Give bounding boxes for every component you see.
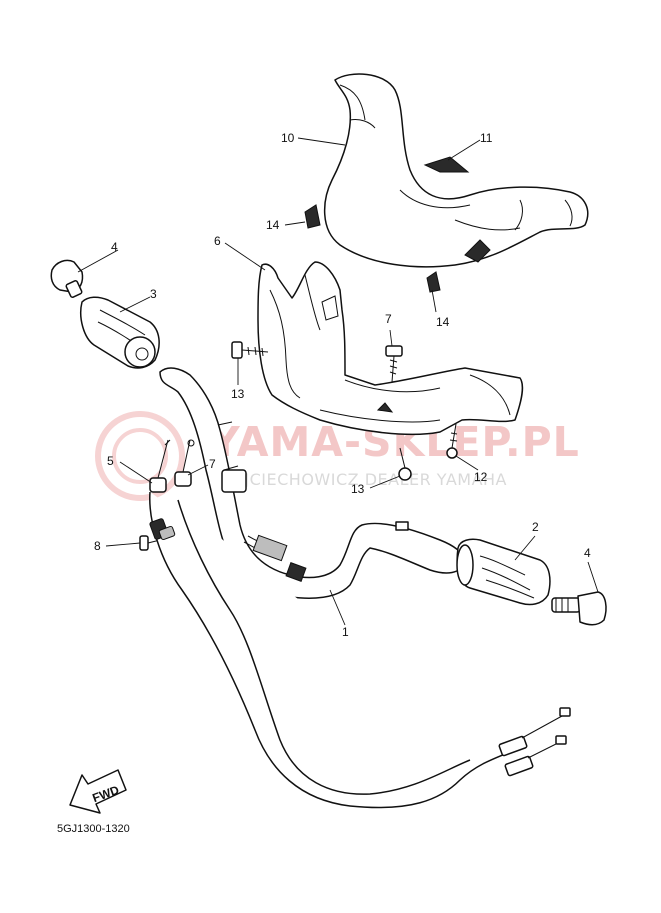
callout-4-left: 4 [111,240,118,254]
callout-2: 2 [532,520,539,534]
part-8-lower-cover [257,261,524,436]
part-2-right-grip [456,538,551,606]
part-12-bolt [446,423,458,459]
callout-14-lower: 14 [436,315,450,329]
diagram-code: 5GJ1300-1320 [57,823,130,835]
fwd-arrow-icon: FWD [69,769,127,814]
callout-11: 11 [480,131,493,145]
leader-lines [77,137,599,626]
callout-8: 6 [214,234,221,248]
throttle-cables [149,491,571,809]
part-13-screw-upper [231,341,269,359]
part-9-screw [385,345,403,383]
callout-5: 5 [107,454,114,468]
callout-3: 3 [150,287,157,301]
watermark-logo-icon [95,411,185,501]
part-5-cable-guide [149,439,171,493]
callout-4-right: 4 [584,546,591,560]
callout-9: 7 [385,312,392,326]
part-6-cable-guide [174,439,195,487]
watermark: YAMA-SKLEP.PL WOJCIECHOWICZ DEALER YAMAH… [95,411,579,501]
callout-12: 12 [474,470,488,484]
callout-13-upper: 13 [231,387,245,401]
part-4-bar-end-left [50,259,84,298]
callout-13-lower: 13 [351,482,365,496]
callout-14-upper: 14 [266,218,280,232]
callout-10: 10 [281,131,295,145]
callout-6: 7 [209,457,216,471]
callout-labels: 10 11 14 14 6 4 3 7 13 13 12 5 7 8 1 2 4 [94,131,591,639]
part-3-left-grip [80,296,160,369]
callout-1: 1 [342,625,349,639]
callout-7: 8 [94,539,101,553]
part-10-upper-cover [304,73,589,293]
part-4-bar-end-right [551,591,607,626]
part-13-screw-lower [398,447,412,481]
watermark-sub-text: WOJCIECHOWICZ DEALER YAMAHA [215,470,507,489]
